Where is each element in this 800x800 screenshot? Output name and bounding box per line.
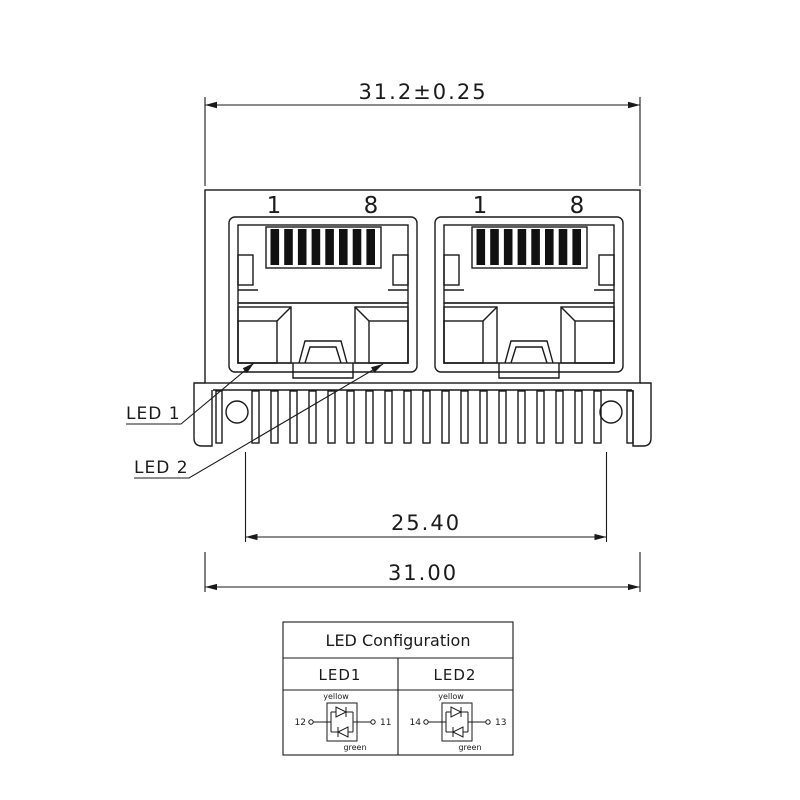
right-latch-window bbox=[392, 254, 409, 286]
rj45-port-left bbox=[228, 216, 418, 379]
leader-led2 bbox=[134, 363, 384, 479]
right-port-pin8-label: 8 bbox=[570, 193, 585, 219]
led2-circuit-symbol bbox=[423, 702, 491, 742]
led1-yellow-label: yellow bbox=[323, 692, 349, 701]
table-header-led1: LED1 bbox=[319, 666, 362, 684]
left-latch-window bbox=[237, 254, 254, 286]
dimension-overall-width-label: 31.00 bbox=[388, 561, 458, 585]
upper-cavity bbox=[237, 224, 409, 304]
connector-body bbox=[193, 189, 652, 447]
rj45-port-right bbox=[434, 216, 624, 379]
top-diode-icon bbox=[335, 706, 348, 718]
led-config-table bbox=[282, 621, 514, 756]
dimension-overall-width bbox=[204, 552, 641, 592]
led1-callout-label: LED 1 bbox=[126, 404, 181, 424]
led1-left-pin-label: 12 bbox=[295, 718, 306, 728]
dimension-top-width-label: 31.2±0.25 bbox=[358, 80, 487, 104]
bottom-diode-icon bbox=[336, 726, 349, 738]
led2-callout-label: LED 2 bbox=[134, 458, 189, 478]
contact-comb-frame bbox=[265, 226, 382, 269]
right-port-pin1-label: 1 bbox=[473, 193, 488, 219]
dimension-pin-span bbox=[244, 452, 608, 542]
solder-pins bbox=[215, 390, 634, 444]
led-window-right bbox=[354, 306, 409, 364]
led1-circuit-symbol bbox=[308, 702, 376, 742]
led2-green-label: green bbox=[458, 743, 481, 752]
leader-led1 bbox=[126, 362, 255, 425]
led2-left-pin-label: 14 bbox=[410, 718, 422, 728]
led-config-table-title: LED Configuration bbox=[326, 631, 471, 650]
right-mount-hook bbox=[632, 382, 652, 447]
left-mount-post bbox=[225, 400, 249, 424]
dimension-top-width bbox=[204, 97, 641, 186]
latch-slot bbox=[292, 340, 354, 379]
left-port-pin1-label: 1 bbox=[267, 193, 282, 219]
led1-green-label: green bbox=[343, 743, 366, 752]
led-window-left bbox=[237, 306, 292, 364]
right-mount-post bbox=[599, 400, 623, 424]
left-port-pin8-label: 8 bbox=[364, 193, 379, 219]
dimension-pin-span-label: 25.40 bbox=[391, 511, 461, 535]
led2-right-pin-label: 13 bbox=[495, 718, 506, 728]
contact-comb bbox=[270, 229, 375, 265]
led2-yellow-label: yellow bbox=[438, 692, 464, 701]
table-header-led2: LED2 bbox=[434, 666, 477, 684]
lower-cavity bbox=[237, 302, 409, 364]
led1-right-pin-label: 11 bbox=[380, 718, 391, 728]
left-mount-hook bbox=[193, 382, 213, 447]
